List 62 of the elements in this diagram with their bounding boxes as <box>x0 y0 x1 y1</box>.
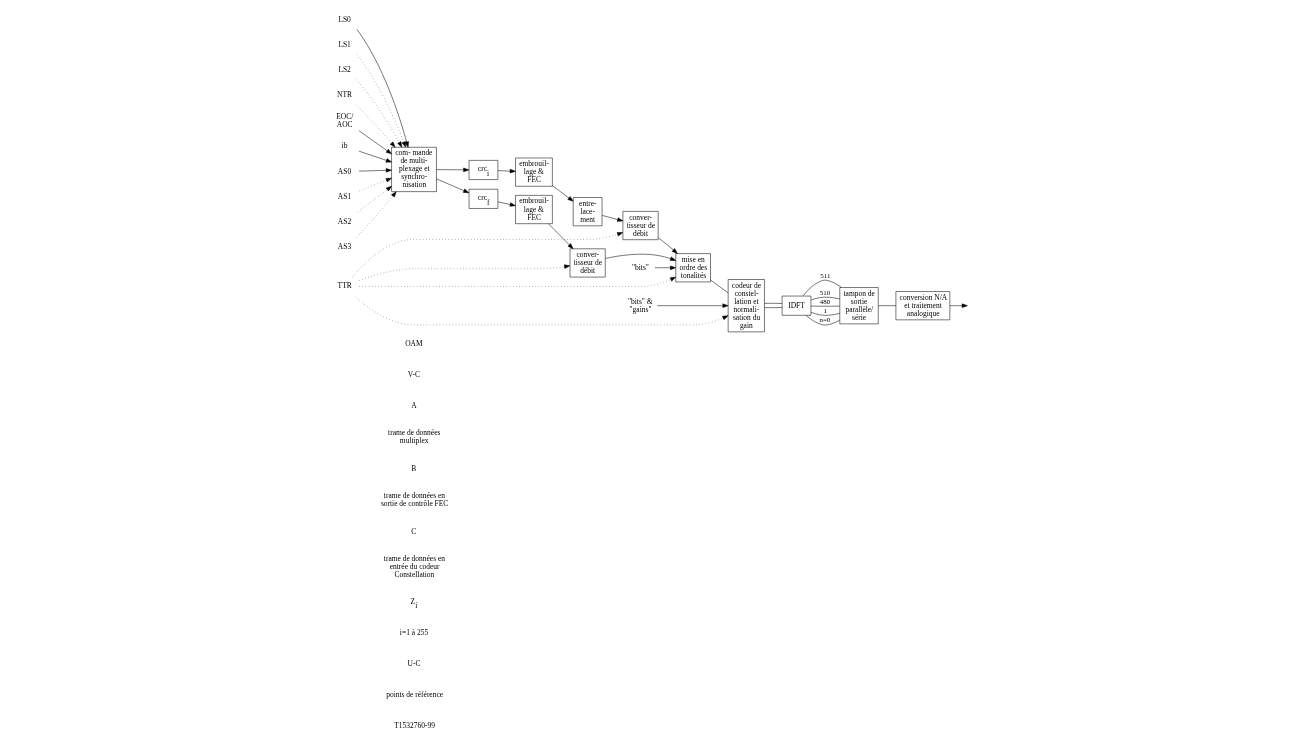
node-box: tampon de sortie parallèle/ série <box>839 287 879 325</box>
arrow <box>358 177 392 192</box>
arrow <box>355 191 396 238</box>
node-text: AS3 <box>337 241 351 251</box>
arrow <box>601 215 623 222</box>
arrow <box>356 54 406 148</box>
arrow <box>547 223 573 249</box>
node-text: EOC/ AOC <box>335 111 353 129</box>
label: A <box>410 400 417 410</box>
node-text: LS1 <box>337 39 351 49</box>
node-box: embrouil- lage & FEC <box>514 195 553 224</box>
label: V-C <box>407 369 420 379</box>
node-text: ib <box>341 141 347 151</box>
arrow <box>949 303 968 308</box>
arrow <box>357 185 392 213</box>
node-text: NTR <box>336 90 352 100</box>
arrow <box>351 232 623 277</box>
label: trame de données en entrée du codeur Constellation <box>383 553 445 579</box>
arrow <box>358 276 676 287</box>
label: points de référence <box>385 690 443 700</box>
node-text: AS1 <box>337 191 351 201</box>
label: OAM <box>404 338 423 348</box>
arrow <box>656 303 728 308</box>
node-text: LS0 <box>337 14 351 24</box>
label: trame de données en sortie de contrôle FEC <box>380 491 448 509</box>
arrow <box>358 150 392 163</box>
node-box: com- mande de multi- plexage et synchro- nisation <box>390 147 437 192</box>
arrow <box>497 201 516 207</box>
arrow <box>497 169 516 174</box>
arrow <box>358 168 392 173</box>
node-box: entre- lace- ment <box>572 197 602 227</box>
label: i=1 à 255 <box>399 628 428 638</box>
node-text: AS2 <box>337 216 351 226</box>
arrow <box>354 295 728 326</box>
node-box: conversion N/A et traitement analogique <box>895 291 950 321</box>
label: T1532760-99 <box>393 721 435 731</box>
arrow <box>435 178 469 194</box>
node-text: "bits" <box>631 262 649 272</box>
arrow <box>657 237 678 254</box>
arrow <box>435 167 469 172</box>
label: B <box>410 463 416 473</box>
node-text: LS2 <box>337 65 351 75</box>
node-box: embrouil- lage & FEC <box>514 157 553 187</box>
node-box: conver- tisseur de débit <box>622 211 658 240</box>
label: C <box>410 526 416 536</box>
arrow <box>654 265 676 270</box>
arrow <box>355 79 402 148</box>
arrow <box>551 185 573 202</box>
label: trame de données multiplex <box>387 428 440 446</box>
label: U-C <box>407 659 420 669</box>
node-box: IDFT <box>781 295 811 316</box>
arrow <box>604 253 676 261</box>
node-box: conver- tisseur de débit <box>569 248 606 278</box>
arrow <box>358 130 392 155</box>
node-box: codeur de constel- lation et normali- sation du gain <box>727 279 765 333</box>
arrow <box>356 29 409 148</box>
arrow <box>358 264 570 281</box>
arrow <box>355 104 395 148</box>
node-text: AS0 <box>337 166 351 176</box>
node-text: "bits" & "gains" <box>627 296 653 314</box>
node-box: mise en ordre des tonalités <box>675 253 711 283</box>
node-text: TTR <box>337 281 352 291</box>
